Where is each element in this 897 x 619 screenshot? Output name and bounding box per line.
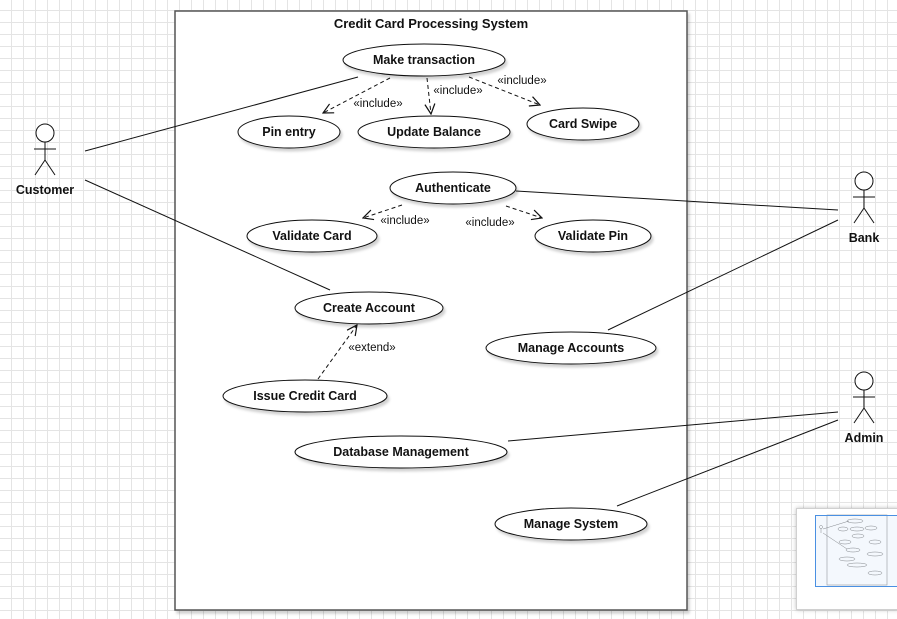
include-label-validate-card: «include»	[380, 215, 429, 227]
association-customer-create-account[interactable]	[84, 179, 331, 291]
include-arrow-validate-pin[interactable]	[505, 205, 542, 218]
system-title: Credit Card Processing System	[334, 16, 528, 31]
actor-customer[interactable]: Customer	[16, 123, 74, 197]
association-bank-authenticate[interactable]	[515, 190, 839, 211]
use-case-create-account[interactable]: Create Account	[294, 291, 444, 325]
actor-bank[interactable]: Bank	[849, 171, 880, 245]
use-case-label: Issue Credit Card	[253, 389, 357, 403]
use-case-label: Manage Accounts	[518, 341, 625, 355]
actor-label: Bank	[849, 231, 880, 245]
actor-admin[interactable]: Admin	[845, 371, 884, 445]
use-case-label: Update Balance	[387, 125, 481, 139]
use-case-label: Manage System	[524, 517, 618, 531]
use-case-label: Create Account	[323, 301, 416, 315]
use-case-validate-pin[interactable]: Validate Pin	[534, 219, 652, 253]
use-case-update-balance[interactable]: Update Balance	[357, 115, 511, 149]
include-arrow-pin-entry[interactable]	[323, 77, 391, 113]
use-case-validate-card[interactable]: Validate Card	[246, 219, 378, 253]
use-case-label: Pin entry	[262, 125, 316, 139]
use-case-database-management[interactable]: Database Management	[294, 435, 508, 469]
association-admin-manage-system[interactable]	[616, 419, 839, 507]
association-admin-database-management[interactable]	[507, 411, 839, 442]
use-case-label: Database Management	[333, 445, 469, 459]
include-arrow-update-balance[interactable]	[427, 77, 431, 114]
association-bank-manage-accounts[interactable]	[607, 219, 839, 331]
include-label-validate-pin: «include»	[465, 217, 514, 229]
extend-label: «extend»	[348, 342, 395, 354]
use-case-label: Make transaction	[373, 53, 475, 67]
use-case-manage-accounts[interactable]: Manage Accounts	[485, 331, 657, 365]
minimap-viewport[interactable]	[815, 515, 897, 587]
use-case-manage-system[interactable]: Manage System	[494, 507, 648, 541]
use-case-issue-credit-card[interactable]: Issue Credit Card	[222, 379, 388, 413]
outline-minimap[interactable]	[796, 508, 897, 610]
association-customer-make-transaction[interactable]	[84, 76, 359, 152]
use-case-make-transaction[interactable]: Make transaction	[342, 43, 506, 77]
use-case-authenticate[interactable]: Authenticate	[389, 171, 517, 205]
use-case-label: Validate Card	[272, 229, 351, 243]
actor-head-icon	[854, 371, 874, 391]
include-label-card-swipe: «include»	[497, 75, 546, 87]
include-label-pin-entry: «include»	[353, 98, 402, 110]
include-arrow-card-swipe[interactable]	[468, 76, 540, 105]
actor-head-icon	[854, 171, 874, 191]
use-case-label: Authenticate	[415, 181, 491, 195]
use-case-pin-entry[interactable]: Pin entry	[237, 115, 341, 149]
actor-label: Admin	[845, 431, 884, 445]
use-case-label: Card Swipe	[549, 117, 617, 131]
use-case-label: Validate Pin	[558, 229, 628, 243]
actor-head-icon	[35, 123, 55, 143]
use-case-card-swipe[interactable]: Card Swipe	[526, 107, 640, 141]
include-label-update-balance: «include»	[433, 85, 482, 97]
actor-label: Customer	[16, 183, 74, 197]
